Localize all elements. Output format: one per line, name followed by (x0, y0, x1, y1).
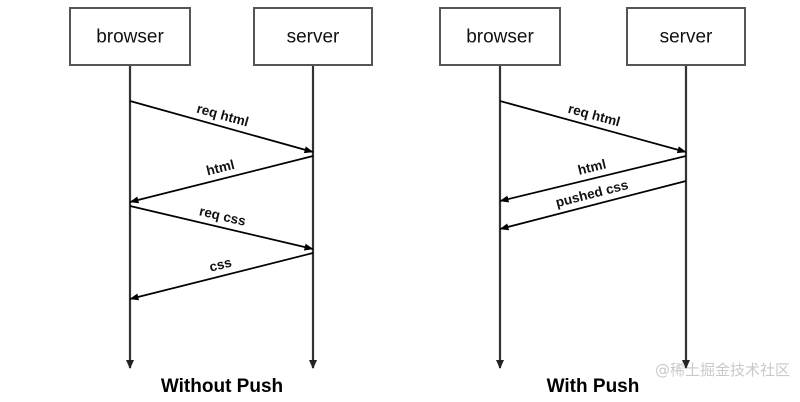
caption-with-push: With Push (547, 376, 640, 397)
diagram-without-push: browser server req html html req css cssWitho… (69, 7, 373, 397)
actor-label-server: server (660, 27, 713, 48)
message-label-req-css: req css (198, 203, 247, 228)
caption-without-push: Without Push (161, 376, 283, 397)
watermark-text: @稀土掘金技术社区 (655, 361, 790, 379)
message-arrow-html (499, 155, 687, 203)
message-arrow-req-css (129, 205, 314, 251)
actor-box-server (626, 7, 746, 66)
message-label-html: html (205, 157, 236, 178)
actor-box-browser (69, 7, 191, 66)
message-arrow-req-html (499, 100, 687, 154)
message-arrow-pushed-css (499, 180, 687, 231)
message-arrow-css (129, 252, 314, 301)
message-arrow-req-html (129, 100, 314, 154)
actor-label-browser: browser (466, 27, 534, 48)
message-label-req-html: req html (195, 101, 250, 130)
message-label-css: css (208, 255, 234, 275)
actor-box-browser (439, 7, 561, 66)
actor-label-server: server (287, 27, 340, 48)
message-arrow-html (129, 155, 314, 204)
message-label-html: html (576, 156, 607, 177)
actor-box-server (253, 7, 373, 66)
actor-label-browser: browser (96, 27, 164, 48)
message-label-req-html: req html (567, 101, 622, 130)
